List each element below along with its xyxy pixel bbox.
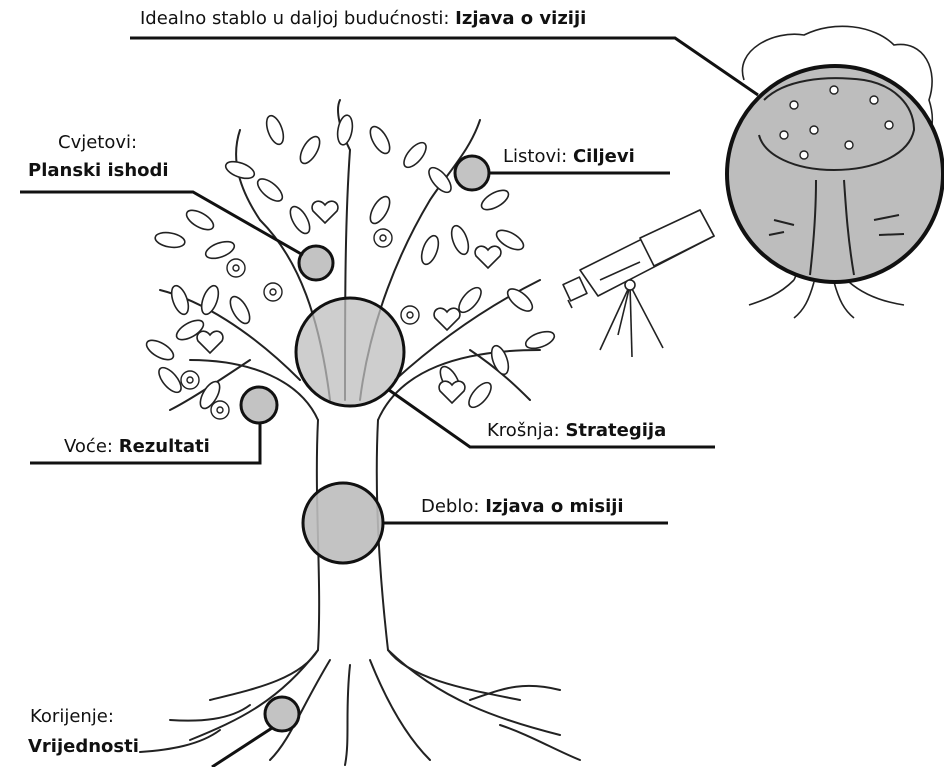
vision-tree-icon — [724, 20, 944, 320]
crown-label: Krošnja: Strategija — [487, 420, 666, 442]
leaves-label: Listovi: Ciljevi — [503, 146, 635, 168]
telescope-icon — [563, 210, 714, 357]
fruit-label: Voće: Rezultati — [64, 436, 210, 458]
roots-label: Korijenje: — [30, 706, 114, 728]
flowers-label: Cvjetovi: — [58, 132, 137, 154]
vision-label: Idealno stablo u daljoj budućnosti: Izja… — [140, 8, 586, 30]
flowers-term: Planski ishodi — [28, 160, 169, 182]
trunk-label: Deblo: Izjava o misiji — [421, 496, 624, 518]
roots-term: Vrijednosti — [28, 736, 139, 758]
